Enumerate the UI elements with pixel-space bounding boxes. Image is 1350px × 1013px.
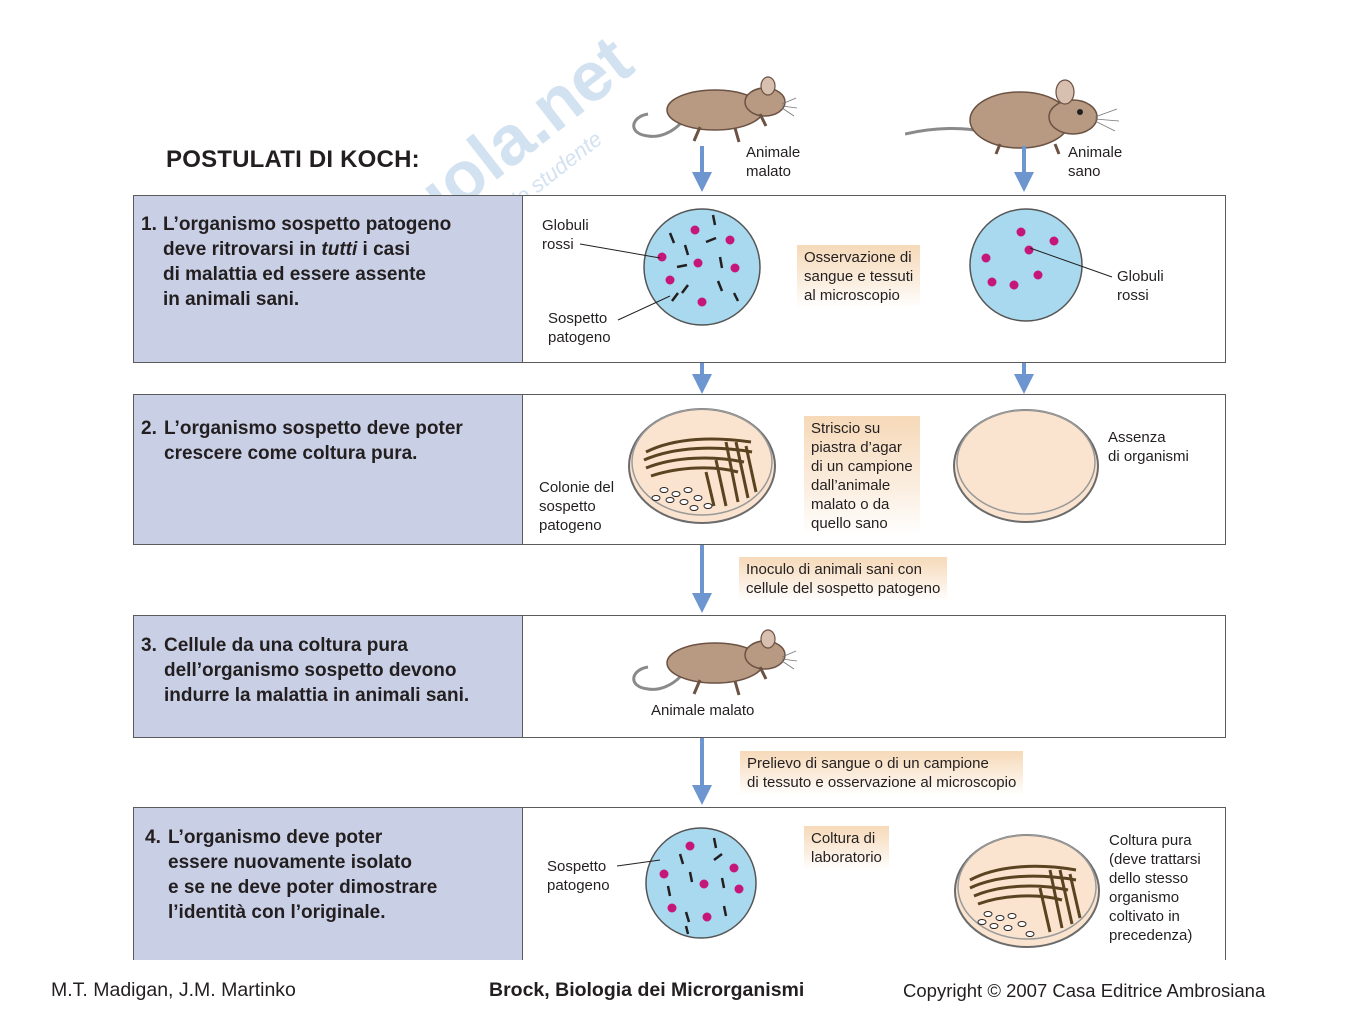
step-3-panel: [134, 616, 523, 737]
petri-dish-pure-culture: [954, 834, 1100, 948]
step-1-number: 1.: [141, 214, 157, 235]
blood-sample-row4: [645, 827, 757, 939]
sick-mouse-top: [632, 76, 798, 143]
blood-sample-sick: [643, 208, 761, 326]
step-2-number: 2.: [141, 418, 157, 439]
sick-mouse-row3: [632, 629, 798, 696]
row4-leader-line: [616, 859, 661, 867]
page-title: POSTULATI DI KOCH:: [166, 146, 420, 173]
row1-leader-lines: [579, 243, 1113, 321]
footer-authors: M.T. Madigan, J.M. Martinko: [51, 979, 296, 1001]
petri-dish-culture: [628, 408, 776, 524]
step-1-panel: [134, 196, 523, 362]
label-animale-malato-row3: Animale malato: [651, 702, 755, 719]
blood-sample-healthy: [969, 208, 1083, 322]
healthy-mouse-top: [905, 79, 1120, 155]
step-2-panel: [134, 395, 523, 544]
step-3-number: 3.: [141, 635, 157, 656]
footer-copyright: Copyright © 2007 Casa Editrice Ambrosian…: [903, 980, 1266, 1001]
footer-book-title: Brock, Biologia dei Microrganismi: [489, 979, 805, 1001]
petri-dish-empty: [953, 409, 1099, 523]
step-4-panel: [134, 808, 523, 960]
step-4-number: 4.: [145, 827, 161, 848]
